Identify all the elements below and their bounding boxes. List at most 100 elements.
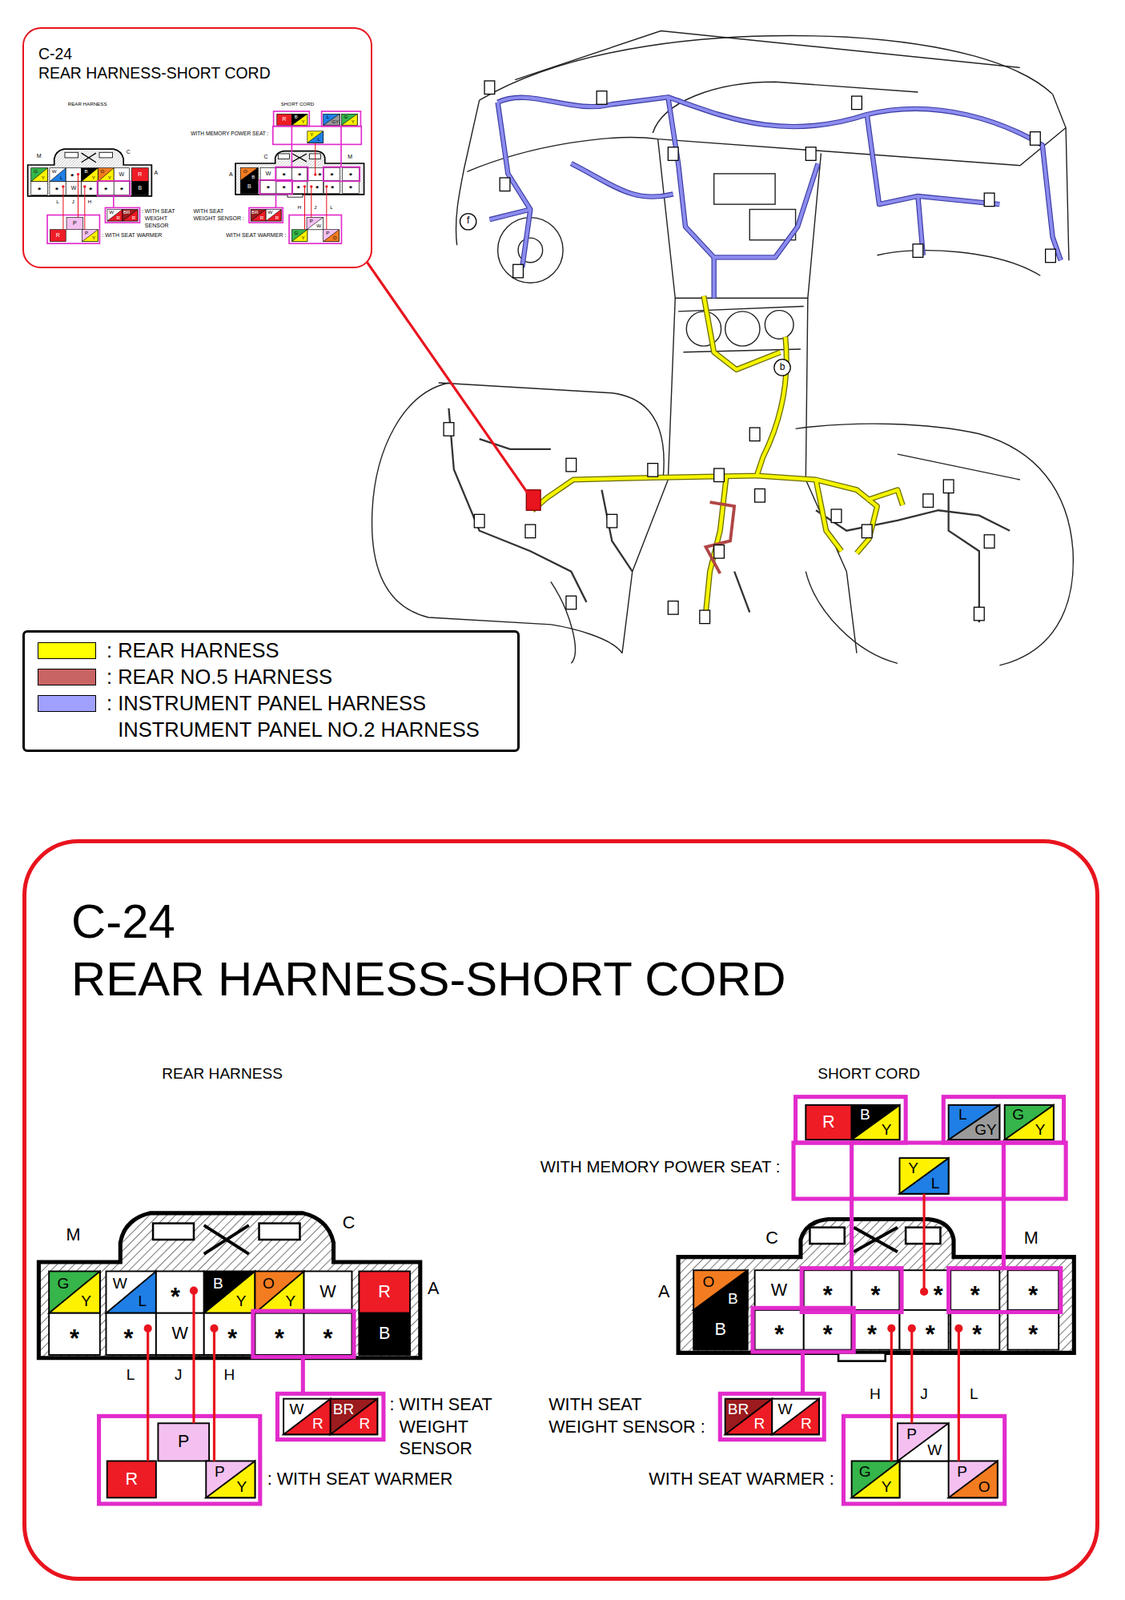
connector-side-letter: M	[1024, 1229, 1039, 1247]
connector-symbol	[1045, 249, 1057, 263]
dashboard-outline	[686, 311, 721, 346]
wire-color-code: R	[116, 214, 121, 220]
connector-side-letter: C	[126, 148, 131, 155]
wire-color-code: P	[84, 230, 89, 236]
connector-symbol	[525, 524, 536, 539]
wire-color-code: B	[294, 114, 298, 120]
rear-harness	[532, 296, 903, 613]
unused-pin-mark: *	[266, 184, 270, 193]
pin-letter: L	[56, 198, 59, 204]
unused-pin-mark: *	[925, 1322, 936, 1348]
wire-color-code: R	[56, 232, 61, 238]
unused-pin-mark: *	[871, 1282, 881, 1308]
pin-letter: J	[174, 1366, 183, 1383]
wire-color-code: L	[60, 175, 63, 181]
wire-color-code: R	[282, 116, 287, 122]
option-note: WITH SEAT WARMER :	[225, 232, 286, 238]
connector-symbol	[443, 422, 455, 437]
option-note: WITH SEAT WEIGHT SENSOR :	[193, 207, 247, 222]
dashboard-outline	[714, 173, 776, 205]
connector-symbol	[805, 147, 816, 161]
callout-circle	[459, 213, 476, 230]
instrument-panel-harness	[489, 96, 1061, 298]
wire-color-code: G	[344, 114, 349, 120]
wire-color-code: W	[52, 168, 57, 174]
unused-pin-mark: *	[123, 1326, 133, 1352]
unused-pin-mark: *	[349, 171, 353, 180]
connector-symbol	[984, 534, 995, 549]
wire-color-code: P	[177, 1433, 189, 1451]
dashboard-outline	[372, 382, 623, 654]
unused-pin-mark: *	[972, 1322, 982, 1348]
wire-color-code: B	[727, 1290, 739, 1306]
rear-no5-harness	[705, 502, 735, 574]
connector-title: C-24	[71, 897, 176, 946]
pin-letter: H	[297, 204, 302, 210]
wire-color-code: Y	[108, 175, 112, 181]
wire-color-code: Y	[301, 119, 306, 125]
wire-color-code: W	[319, 1282, 336, 1301]
connector-symbol	[984, 192, 995, 207]
callout-circle	[774, 359, 791, 376]
legend-text: : REAR HARNESS	[106, 637, 507, 664]
connector-symbol	[831, 509, 842, 523]
wire-color-code: Y	[908, 1160, 919, 1176]
connector-symbol	[714, 468, 725, 483]
connector-symbol	[606, 514, 618, 528]
wire-color-code: L	[326, 114, 330, 120]
wire-color-code: W	[71, 184, 77, 191]
connector-symbol	[1030, 132, 1041, 146]
wire-color-code: R	[753, 1416, 765, 1432]
wire-color-code: Y	[285, 1293, 297, 1309]
wire-color-code: W	[927, 1442, 942, 1458]
instrument-panel-harness	[570, 163, 673, 197]
wire-color-code: B	[859, 1107, 871, 1123]
connector-side-letter: M	[66, 1226, 81, 1245]
wire-color-code: R	[132, 214, 136, 220]
wire-color-code: W	[316, 223, 322, 229]
instrument-panel-harness	[498, 102, 531, 268]
dashboard-outline	[550, 581, 575, 663]
wire-color-code: Y	[92, 175, 96, 181]
wire-color-code: BR	[123, 209, 131, 215]
connector-symbol	[861, 524, 872, 539]
wire-color-code: Y	[236, 1478, 247, 1495]
pin-letter: J	[920, 1386, 929, 1403]
unused-pin-mark: *	[867, 1322, 877, 1348]
wire-color-code: P	[956, 1463, 968, 1479]
wire-color-code: G	[293, 230, 298, 236]
unused-pin-mark: *	[274, 1326, 285, 1352]
unused-pin-mark: *	[315, 184, 319, 193]
dashboard-outline	[876, 250, 1041, 277]
dashboard-outline	[438, 382, 664, 480]
rear-harness	[532, 296, 903, 613]
instrument-panel-harness	[667, 96, 818, 258]
dashboard-outline	[795, 423, 1074, 666]
option-note: WITH MEMORY POWER SEAT :	[190, 131, 269, 137]
unused-pin-mark: *	[170, 1285, 181, 1310]
option-note: WITH MEMORY POWER SEAT :	[540, 1158, 781, 1175]
wire-color-code: BR	[251, 209, 259, 215]
wire-color-code: L	[958, 1107, 968, 1123]
wire-color-code: R	[275, 214, 279, 220]
wire-color-code: B	[378, 1325, 390, 1343]
wire-color-code: G	[56, 1275, 69, 1291]
harness-label: SHORT CORD	[281, 100, 314, 106]
dashboard-outline	[514, 31, 1021, 81]
harness-label: REAR HARNESS	[68, 100, 108, 106]
floor-harness-wire	[734, 571, 750, 613]
connector-side-letter: C	[342, 1213, 356, 1232]
connector-side-letter: M	[347, 154, 353, 161]
connector-panel: C-24REAR HARNESS-SHORT CORDREAR HARNESSS…	[22, 27, 373, 269]
wire-color-code: W	[771, 1281, 788, 1299]
instrument-panel-harness	[489, 96, 1061, 298]
wire-color-code: L	[138, 1293, 148, 1309]
dashboard-outline	[725, 311, 760, 346]
harness-label: REAR HARNESS	[161, 1066, 283, 1082]
connector-side-letter: A	[427, 1279, 439, 1298]
legend-row: : INSTRUMENT PANEL HARNESS INSTRUMENT PA…	[37, 690, 507, 744]
floor-harness-wire	[448, 408, 587, 603]
connector-title: REAR HARNESS-SHORT CORD	[38, 65, 271, 81]
dashboard-outline	[466, 128, 1066, 173]
